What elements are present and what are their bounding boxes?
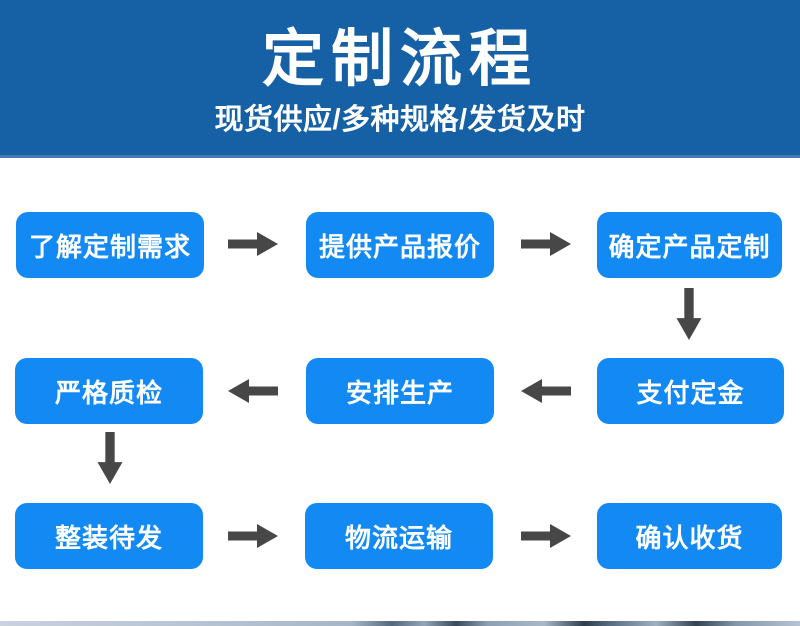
arrow-right-icon — [228, 232, 278, 256]
step-logistics: 物流运输 — [305, 503, 493, 569]
arrow-down-icon — [676, 288, 702, 340]
page-title: 定制流程 — [261, 25, 538, 94]
page-subtitle: 现货供应/多种规格/发货及时 — [214, 104, 586, 136]
arrow-left-icon — [228, 379, 278, 403]
arrow-down-icon — [97, 432, 123, 484]
arrow-right-icon — [228, 524, 278, 548]
step-understand-needs: 了解定制需求 — [16, 212, 204, 278]
step-confirm-customization: 确定产品定制 — [597, 212, 782, 278]
step-confirm-receipt: 确认收货 — [597, 503, 782, 569]
step-provide-quote: 提供产品报价 — [306, 212, 494, 278]
cutoff-bottom-strip — [0, 621, 800, 626]
step-quality-check: 严格质检 — [15, 358, 203, 424]
step-pay-deposit: 支付定金 — [597, 358, 784, 424]
header-banner: 定制流程 现货供应/多种规格/发货及时 — [0, 0, 800, 158]
step-ready-to-ship: 整装待发 — [15, 503, 203, 569]
arrow-right-icon — [521, 232, 571, 256]
arrow-left-icon — [521, 379, 571, 403]
step-arrange-production: 安排生产 — [306, 358, 494, 424]
arrow-right-icon — [521, 524, 571, 548]
